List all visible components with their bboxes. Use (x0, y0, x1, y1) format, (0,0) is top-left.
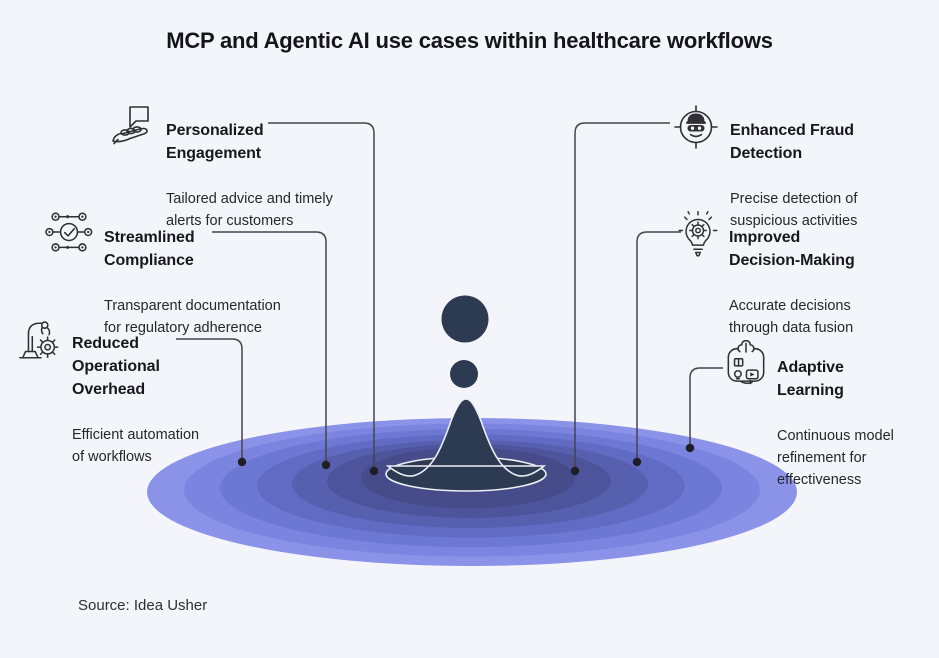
use-case-text: Adaptive Learning Continuous model refin… (777, 338, 894, 509)
decision-icon (676, 210, 720, 267)
connector-dot (369, 466, 379, 476)
splash-peak (385, 398, 547, 477)
use-case-streamlined-compliance: Streamlined Compliance Transparent docum… (44, 208, 281, 357)
connector-dots (237, 443, 695, 476)
droplet-small (450, 360, 478, 388)
connector-dot (632, 457, 642, 467)
use-case-title: Adaptive Learning (777, 359, 844, 399)
use-case-title: Personalized Engagement (166, 122, 264, 162)
use-case-text: Reduced Operational Overhead Efficient a… (72, 314, 199, 486)
connector-adaptive-learning (689, 367, 723, 445)
use-case-title: Improved Decision-Making (729, 229, 855, 269)
use-case-reduced-operational-overhead: Reduced Operational Overhead Efficient a… (16, 314, 199, 486)
use-case-description: Tailored advice and timely alerts for cu… (166, 191, 333, 229)
use-case-title: Enhanced Fraud Detection (730, 122, 854, 162)
connector-fraud-detection (574, 122, 670, 468)
connector-dot (237, 457, 247, 467)
connector-dot (570, 466, 580, 476)
use-case-description: Accurate decisions through data fusion (729, 298, 854, 336)
use-case-text: Streamlined Compliance Transparent docum… (104, 208, 281, 357)
page-title: MCP and Agentic AI use cases within heal… (166, 28, 773, 53)
compliance-icon (44, 210, 94, 261)
use-case-description: Efficient automation of workflows (72, 427, 200, 465)
source-note: Source: Idea Usher (78, 597, 208, 614)
connector-dot (321, 460, 331, 470)
connector-reduced-overhead (176, 338, 243, 459)
use-case-description: Continuous model refinement for effectiv… (777, 428, 894, 488)
use-case-adaptive-learning: Adaptive Learning Continuous model refin… (725, 338, 894, 509)
use-case-description: Precise detection of suspicious activiti… (730, 191, 858, 229)
droplet-large (441, 295, 489, 343)
connector-dot (685, 443, 695, 453)
use-case-description: Transparent documentation for regulatory… (104, 298, 281, 336)
learning-icon (725, 339, 767, 391)
connector-decision-making (636, 231, 681, 459)
use-case-text: Enhanced Fraud Detection Precise detecti… (730, 101, 857, 250)
fraud-icon (672, 103, 720, 156)
use-case-enhanced-fraud-detection: Enhanced Fraud Detection Precise detecti… (672, 101, 857, 250)
engagement-icon (110, 103, 156, 154)
use-case-text: Personalized Engagement Tailored advice … (166, 101, 333, 250)
connector-streamlined-compliance (212, 231, 327, 462)
use-case-title: Streamlined Compliance (104, 229, 195, 269)
automation-icon (16, 316, 62, 368)
use-case-text: Improved Decision-Making Accurate decisi… (729, 208, 855, 357)
connector-lines (176, 122, 723, 468)
use-case-title: Reduced Operational Overhead (72, 335, 160, 398)
use-case-improved-decision-making: Improved Decision-Making Accurate decisi… (676, 208, 855, 357)
connector-personalized-engagement (268, 122, 375, 468)
use-case-personalized-engagement: Personalized Engagement Tailored advice … (110, 101, 333, 250)
